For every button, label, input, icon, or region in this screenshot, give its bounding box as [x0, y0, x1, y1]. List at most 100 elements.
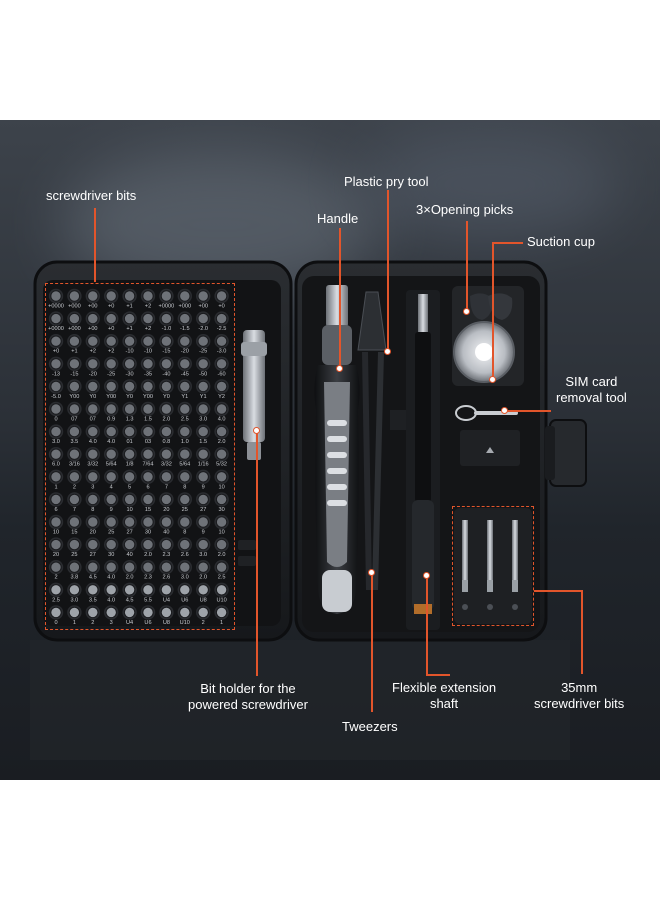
screwdriver-bit — [50, 312, 62, 325]
screwdriver-bit — [68, 471, 81, 483]
screwdriver-bit — [215, 448, 228, 460]
leader-line — [256, 430, 258, 676]
screwdriver-bit — [123, 312, 136, 325]
screwdriver-bit — [105, 471, 117, 483]
bit-size-label: 0.9 — [107, 417, 115, 423]
screwdriver-bit — [142, 290, 154, 302]
bit-size-label: -13 — [52, 371, 60, 377]
screwdriver-bit — [105, 584, 117, 596]
bit-size-label: +0000 — [159, 304, 175, 310]
bit-size-label: U6 — [181, 597, 188, 603]
35mm-bits-callout-frame — [452, 506, 534, 626]
bit-size-label: -40 — [162, 371, 170, 377]
screwdriver-bit — [87, 516, 99, 528]
bit-size-label: +1 — [126, 304, 132, 310]
bit-size-label: +000 — [68, 304, 81, 310]
screwdriver-bit — [123, 425, 136, 438]
35mm-bits — [462, 520, 518, 610]
screwdriver-bit — [50, 448, 62, 460]
bit-size-label: 3/32 — [87, 462, 98, 468]
screwdriver-bit — [105, 312, 117, 325]
bit-size-label: 2.5 — [52, 597, 60, 603]
screwdriver-bit — [142, 358, 154, 370]
bit-size-label: -10 — [144, 349, 152, 355]
bit-size-label: 2 — [202, 620, 205, 626]
screwdriver-bit — [105, 516, 117, 528]
screwdriver-bit — [197, 403, 209, 415]
bit-size-label: Y00 — [143, 394, 153, 400]
bit-size-label: +1 — [71, 349, 77, 355]
bit-size-label: -1.5 — [180, 326, 190, 332]
bit-size-label: +0000 — [48, 304, 64, 310]
bit-size-label: 07 — [71, 417, 77, 423]
bit-size-label: 3/32 — [161, 462, 172, 468]
bit-size-label: 9 — [202, 484, 205, 490]
screwdriver-bit — [197, 584, 209, 596]
screwdriver-bit — [142, 312, 154, 325]
screwdriver-bit — [68, 335, 81, 347]
screwdriver-bit — [142, 606, 154, 619]
screwdriver-bit — [87, 335, 99, 347]
screwdriver-bit — [179, 516, 191, 528]
bit-size-label: -5.0 — [51, 394, 61, 400]
screwdriver-bit — [87, 561, 99, 573]
screwdriver-bit — [179, 403, 191, 415]
bit-size-label: 2.0 — [144, 552, 152, 558]
bit-size-label: 2.0 — [218, 552, 226, 558]
bit-size-label: 25 — [182, 507, 188, 513]
bit-size-label: 6 — [54, 507, 57, 513]
screwdriver-bit — [50, 335, 62, 347]
screwdriver-bit — [197, 312, 209, 325]
screwdriver-bit — [87, 425, 99, 438]
bit-size-label: -20 — [181, 349, 189, 355]
screwdriver-bit — [105, 561, 117, 573]
bit-size-label: 5.5 — [144, 597, 152, 603]
bit-size-label: 7/64 — [143, 462, 154, 468]
screwdriver-bit — [87, 380, 99, 393]
screwdriver-bit — [160, 471, 173, 483]
screwdriver-bit — [197, 380, 209, 393]
bit-size-label: 15 — [71, 530, 77, 536]
screwdriver-bit — [142, 538, 154, 551]
screwdriver-bit — [142, 493, 154, 506]
bit-size-label: 9 — [202, 530, 205, 536]
leader-line — [426, 674, 450, 676]
screwdriver-bit — [160, 403, 173, 415]
bit-size-label: -2.5 — [217, 326, 227, 332]
bit-size-label: 10 — [53, 530, 59, 536]
screwdriver-bit — [179, 358, 191, 370]
bit-size-label: 9 — [110, 507, 113, 513]
label-line: SIM card — [565, 374, 618, 389]
screwdriver-bit — [50, 606, 62, 619]
bit-size-label: 30 — [145, 530, 151, 536]
screwdriver-bit — [50, 471, 62, 483]
leader-dot — [368, 569, 375, 576]
screwdriver-bit — [179, 584, 191, 596]
bits-callout-frame — [45, 283, 235, 630]
bit-size-label: +0000 — [48, 326, 64, 332]
screwdriver-bit — [123, 606, 136, 619]
screwdriver-bit — [123, 358, 136, 370]
bit-size-label: 27 — [126, 530, 132, 536]
bit-size-label: 4.0 — [107, 597, 115, 603]
bit-size-label: 3.0 — [199, 417, 207, 423]
bit-size-label: 2 — [54, 575, 57, 581]
label-tweezers: Tweezers — [342, 719, 398, 734]
bit-size-label: 8 — [91, 507, 94, 513]
screwdriver-bit — [160, 493, 173, 506]
bit-size-label: 01 — [126, 439, 132, 445]
screwdriver-bit — [142, 448, 154, 460]
leader-line — [466, 221, 468, 311]
bit-size-label: -50 — [199, 371, 207, 377]
screwdriver-bit — [123, 380, 136, 393]
screwdriver-bit — [142, 335, 154, 347]
bit-size-label: -60 — [218, 371, 226, 377]
bit-size-label: 1/8 — [126, 462, 134, 468]
screwdriver-bit — [179, 380, 191, 393]
screwdriver-bit — [68, 290, 81, 302]
screwdriver-bit — [87, 584, 99, 596]
screwdriver-bit — [50, 425, 62, 438]
screwdriver-bit — [50, 358, 62, 370]
leader-line — [505, 410, 551, 412]
screwdriver-bit — [50, 561, 62, 573]
